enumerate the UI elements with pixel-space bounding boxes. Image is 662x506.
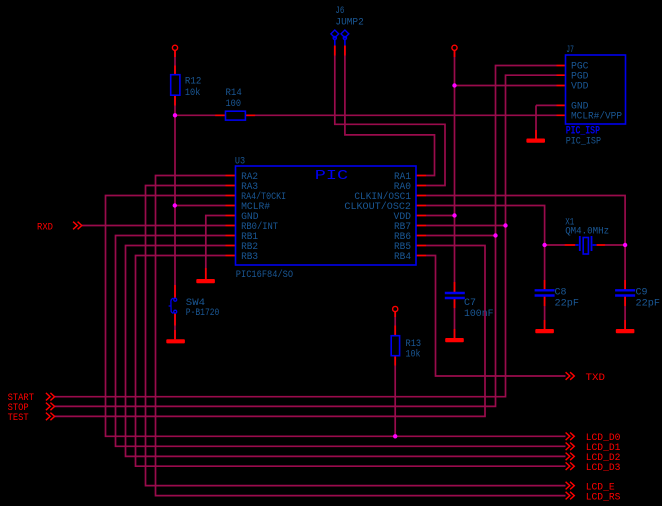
svg-text:VDD: VDD [394,211,412,223]
svg-text:22pF: 22pF [555,297,580,309]
svg-text:RB4: RB4 [394,251,411,263]
svg-text:R14: R14 [226,87,242,99]
svg-text:QM4.0MHz: QM4.0MHz [565,225,609,237]
svg-text:U3: U3 [235,156,245,168]
svg-text:GND: GND [241,211,259,223]
svg-text:RA1: RA1 [394,171,411,183]
svg-text:RB0/INT: RB0/INT [241,221,278,233]
svg-text:RB7: RB7 [394,221,411,233]
svg-text:10k: 10k [406,348,421,360]
svg-text:P-B1720: P-B1720 [186,307,220,319]
svg-text:LCD_D3: LCD_D3 [586,462,621,474]
svg-text:LCD_D2: LCD_D2 [586,452,621,464]
svg-text:TEST: TEST [8,412,29,424]
svg-text:RB3: RB3 [241,251,258,263]
svg-text:RA4/T0CKI: RA4/T0CKI [241,191,286,203]
svg-text:RB1: RB1 [241,231,258,243]
svg-text:C8: C8 [555,287,567,299]
svg-text:PIC: PIC [315,168,348,184]
svg-text:R12: R12 [185,76,201,88]
svg-text:PIC16F84/SO: PIC16F84/SO [236,269,293,281]
svg-text:STOP: STOP [8,402,29,414]
svg-text:100nF: 100nF [464,308,494,320]
svg-text:RB5: RB5 [394,241,411,253]
svg-text:J7: J7 [566,44,574,56]
svg-text:C7: C7 [464,297,476,309]
svg-text:RB6: RB6 [394,231,411,243]
svg-text:J6: J6 [335,5,344,17]
svg-text:R13: R13 [406,338,422,350]
svg-text:MCLR#/VPP: MCLR#/VPP [571,111,622,123]
svg-text:RA0: RA0 [394,181,411,193]
svg-text:CLKOUT/OSC2: CLKOUT/OSC2 [344,201,411,213]
svg-text:LCD_D0: LCD_D0 [586,432,621,444]
svg-text:LCD_D1: LCD_D1 [586,442,621,454]
svg-text:LCD_E: LCD_E [586,481,615,493]
svg-text:RB2: RB2 [241,241,258,253]
svg-text:100: 100 [226,98,242,110]
svg-text:SW4: SW4 [186,297,205,309]
svg-text:LCD_RS: LCD_RS [586,491,621,503]
svg-text:22pF: 22pF [636,297,661,309]
svg-text:PIC_ISP: PIC_ISP [566,126,601,138]
svg-text:START: START [8,392,34,404]
svg-text:GND: GND [571,101,589,113]
svg-text:RA2: RA2 [241,171,258,183]
svg-text:MCLR#: MCLR# [241,201,270,213]
svg-text:CLKIN/OSC1: CLKIN/OSC1 [354,191,411,203]
svg-text:JUMP2: JUMP2 [335,16,363,28]
svg-text:TXD: TXD [586,372,606,384]
svg-text:PGC: PGC [571,61,589,73]
svg-text:RA3: RA3 [241,181,258,193]
svg-text:X1: X1 [565,217,574,229]
svg-text:VDD: VDD [571,81,589,93]
svg-text:C9: C9 [636,287,648,299]
svg-text:RXD: RXD [37,221,53,233]
svg-text:PIC_ISP: PIC_ISP [566,136,601,148]
svg-text:10k: 10k [185,87,201,99]
svg-text:PGD: PGD [571,70,589,82]
